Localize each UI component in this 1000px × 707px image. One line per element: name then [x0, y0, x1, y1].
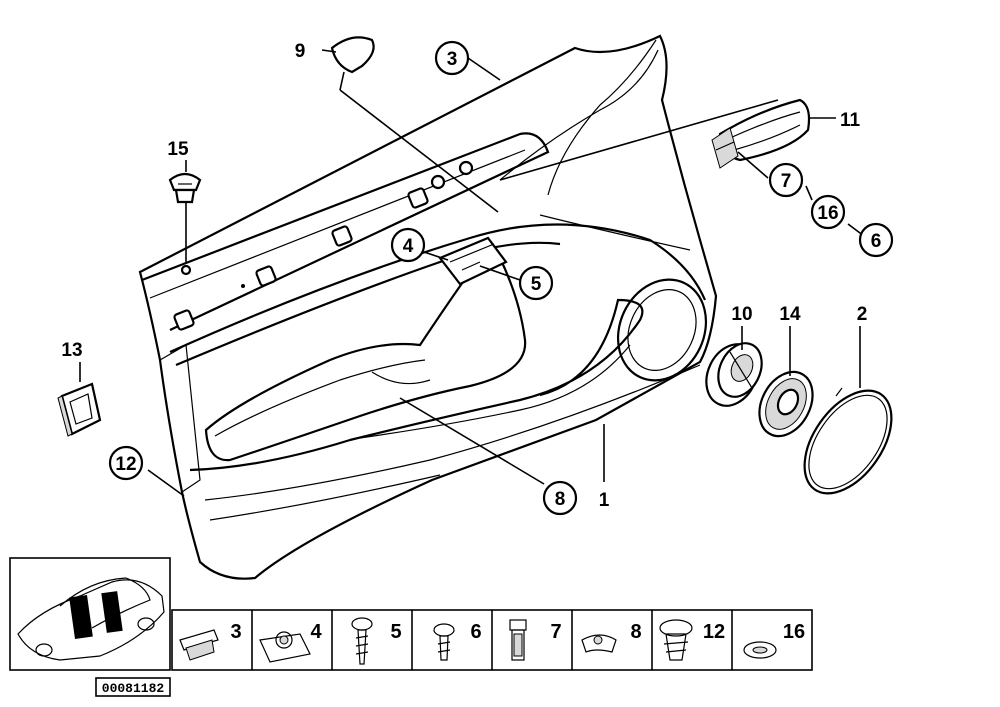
- clip-block-part[interactable]: [57, 382, 102, 437]
- callout-1[interactable]: 1: [599, 490, 610, 511]
- speaker-part[interactable]: [749, 363, 823, 446]
- car-location-thumbnail: [9, 557, 171, 671]
- cover-cap-part[interactable]: [330, 36, 375, 74]
- callout-13[interactable]: 13: [61, 340, 82, 361]
- strip-number: 4: [310, 621, 322, 643]
- strip-cell-8[interactable]: 8: [581, 621, 642, 653]
- callout-8-label: 8: [555, 489, 566, 510]
- strip-cell-4[interactable]: 4: [259, 621, 322, 663]
- door-trim-panel[interactable]: [138, 34, 722, 580]
- strip-cell-3[interactable]: 3: [179, 621, 242, 661]
- strip-number: 8: [630, 621, 641, 643]
- callout-6[interactable]: 6: [858, 222, 894, 258]
- callout-5-label: 5: [531, 274, 542, 295]
- washer-icon: [743, 641, 777, 659]
- strip-number: 5: [390, 621, 401, 643]
- leader-lines: [79, 49, 865, 497]
- cable-strap-icon: [581, 634, 617, 653]
- inner-handle-part[interactable]: [711, 98, 811, 169]
- strip-cell-16[interactable]: 16: [743, 621, 805, 659]
- strip-number: 12: [703, 621, 725, 643]
- callout-16[interactable]: 16: [810, 194, 846, 230]
- drawing-code-label: 00081182: [102, 681, 165, 696]
- strip-cell-6[interactable]: 6: [433, 621, 482, 661]
- strip-number: 6: [470, 621, 481, 643]
- speaker-cover-part[interactable]: [787, 375, 909, 509]
- callout-4-label: 4: [403, 236, 414, 257]
- push-clip-icon: [659, 619, 693, 661]
- strip-cell-12[interactable]: 12: [659, 619, 725, 661]
- callout-13-label: 13: [61, 340, 82, 361]
- callout-3[interactable]: 3: [434, 40, 470, 76]
- callout-10-label: 10: [731, 304, 752, 325]
- speaker-ring-part[interactable]: [697, 336, 770, 414]
- callout-9-label: 9: [295, 41, 306, 62]
- push-clip-part[interactable]: [168, 172, 202, 204]
- fastener-strip: 3 4 5 6: [171, 609, 813, 671]
- drawing-code: 00081182: [95, 677, 171, 697]
- callout-5[interactable]: 5: [518, 265, 554, 301]
- callout-7-label: 7: [781, 171, 792, 192]
- screw-icon: [351, 617, 373, 665]
- callout-12-label: 12: [115, 454, 136, 475]
- callout-1-label: 1: [599, 490, 610, 511]
- callout-6-label: 6: [871, 231, 882, 252]
- callout-15[interactable]: 15: [167, 139, 189, 160]
- callout-15-label: 15: [167, 139, 189, 160]
- callout-16-label: 16: [817, 203, 838, 224]
- strip-number: 16: [783, 621, 805, 643]
- callout-2-label: 2: [857, 304, 868, 325]
- expanding-rivet-icon: [509, 619, 527, 661]
- callout-7[interactable]: 7: [768, 162, 804, 198]
- strip-number: 3: [230, 621, 241, 643]
- nut-clip-icon: [259, 631, 311, 663]
- callout-12[interactable]: 12: [108, 445, 144, 481]
- callout-3-label: 3: [447, 49, 458, 70]
- callout-14-label: 14: [779, 304, 801, 325]
- strip-cell-5[interactable]: 5: [351, 617, 402, 665]
- callout-11-label: 11: [840, 110, 861, 131]
- callout-9[interactable]: 9: [295, 41, 306, 62]
- strip-number: 7: [550, 621, 561, 643]
- callout-8[interactable]: 8: [542, 480, 578, 516]
- strip-cell-7[interactable]: 7: [509, 619, 562, 661]
- callout-4[interactable]: 4: [390, 227, 426, 263]
- callout-11[interactable]: 11: [840, 110, 861, 131]
- callout-2[interactable]: 2: [857, 304, 868, 325]
- callout-14[interactable]: 14: [779, 304, 801, 325]
- callout-10[interactable]: 10: [731, 304, 752, 325]
- panhead-screw-icon: [433, 623, 455, 661]
- clip-icon: [179, 629, 219, 661]
